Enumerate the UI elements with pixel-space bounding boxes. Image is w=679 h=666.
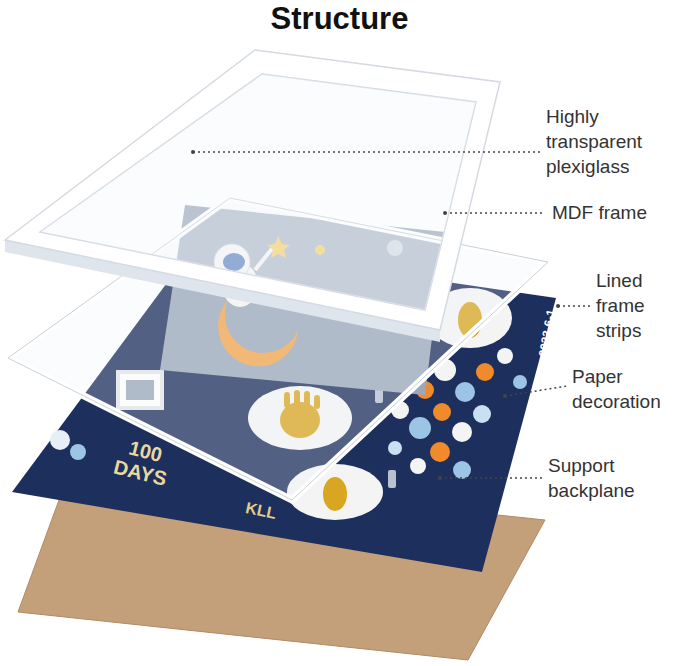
part-label: Paper decoration [572,364,676,414]
part-label: MDF frame [552,200,674,225]
mdf-frame [5,50,500,330]
diagram-title: Structure [0,0,679,38]
leader-dots [191,150,560,480]
plexiglass [40,74,476,310]
leader-lines [193,152,591,478]
part-label: Highly transparent plexiglass [546,104,674,179]
part-label: Lined frame strips [596,268,674,343]
part-label: Support backplane [548,453,660,503]
